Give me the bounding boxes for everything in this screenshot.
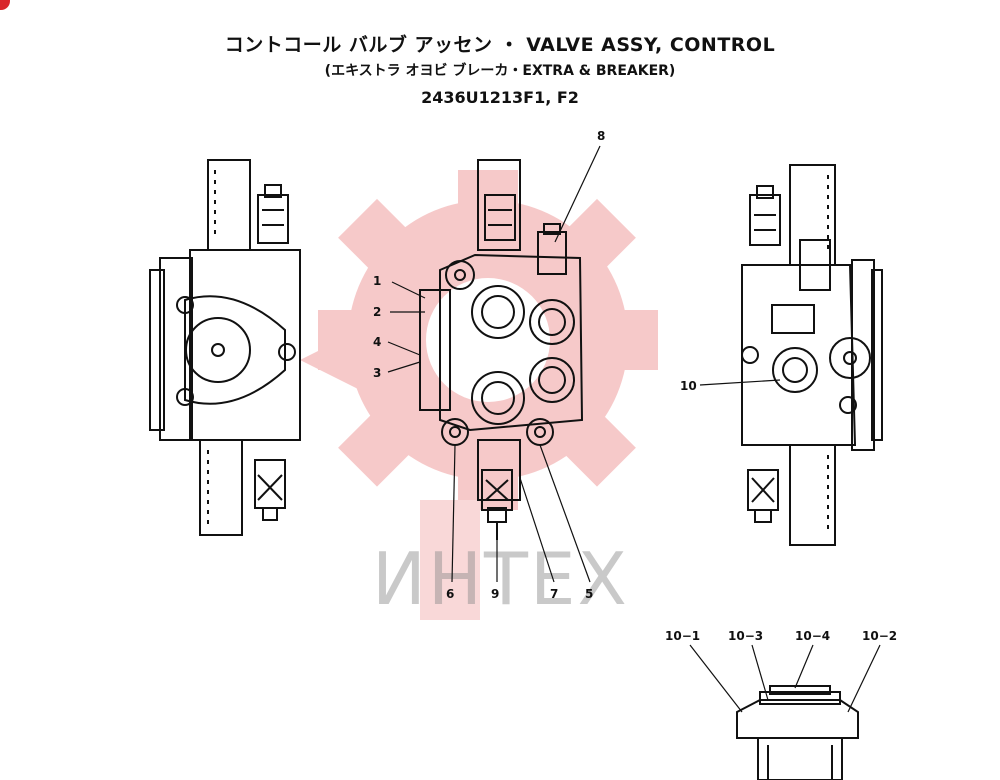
callout-10-2: 10−2 [862,629,897,643]
right-view-valve [741,164,883,546]
diagram-subtitle: (エキストラ オヨビ ブレーカ・EXTRA & BREAKER) [324,63,676,79]
callout-9: 9 [491,587,499,601]
callout-2: 2 [373,305,381,319]
callout-5: 5 [585,587,593,601]
callout-10-3: 10−3 [728,629,763,643]
left-view-valve [149,159,301,536]
center-view-valve [419,159,584,540]
callout-4: 4 [373,335,381,349]
leader-lines [387,145,881,713]
detail-plug-assembly [736,685,859,780]
callout-1: 1 [373,274,381,288]
callout-labels: 1 2 3 4 5 6 7 8 9 10 10−1 10−3 10−4 10−2 [373,129,897,643]
watermark-gear-hole [426,278,550,402]
diagram-title: コントコール バルブ アッセン ・ VALVE ASSY, CONTROL [224,34,776,56]
callout-10-4: 10−4 [795,629,830,643]
callout-6: 6 [446,587,454,601]
callout-10-1: 10−1 [665,629,700,643]
part-number: 2436U1213F1, F2 [421,88,579,107]
callout-8: 8 [597,129,605,143]
corner-badge-icon [0,0,10,10]
callout-7: 7 [550,587,558,601]
callout-3: 3 [373,366,381,380]
callout-10: 10 [680,379,697,393]
watermark-text: ИНТЕХ [372,537,629,621]
